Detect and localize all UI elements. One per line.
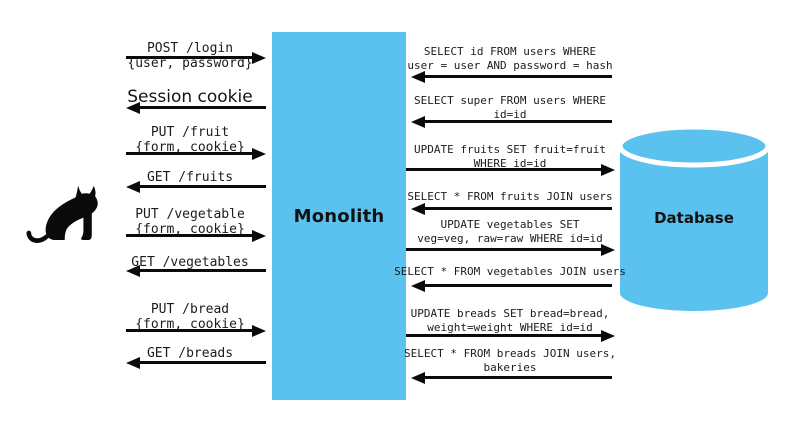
put-bread-label: PUT /bread {form, cookie} xyxy=(135,302,245,332)
put-fruit-label: PUT /fruit {form, cookie} xyxy=(135,125,245,155)
database-label: Database xyxy=(654,209,734,227)
put-fruit-arrow xyxy=(126,147,266,160)
post-login-label: POST /login {user, password} xyxy=(127,41,253,71)
update-fruits-arrow xyxy=(406,163,615,176)
select-fruits-join-arrow xyxy=(411,202,612,215)
database-cylinder xyxy=(617,124,771,313)
put-vegetable-label: PUT /vegetable {form, cookie} xyxy=(135,207,245,237)
get-breads-label: GET /breads xyxy=(146,346,234,361)
session-cookie-arrow xyxy=(126,101,266,114)
select-super-users-label: SELECT super FROM users WHERE id=id xyxy=(413,94,607,121)
get-vegetables-arrow xyxy=(126,264,266,277)
select-id-users-arrow xyxy=(411,70,612,83)
update-vegetables-label: UPDATE vegetables SET veg=veg, raw=raw W… xyxy=(417,218,603,245)
monolith-box: Monolith xyxy=(272,32,406,400)
monolith-label: Monolith xyxy=(293,205,385,227)
get-fruits-arrow xyxy=(126,180,266,193)
select-super-users-arrow xyxy=(411,115,612,128)
cat-icon xyxy=(26,185,98,243)
get-breads-arrow xyxy=(126,356,266,369)
put-vegetable-arrow xyxy=(126,229,266,242)
post-login-arrow xyxy=(126,51,266,64)
get-vegetables-label: GET /vegetables xyxy=(131,255,249,270)
select-id-users-label: SELECT id FROM users WHERE user = user A… xyxy=(407,45,613,72)
update-fruits-label: UPDATE fruits SET fruit=fruit WHERE id=i… xyxy=(413,143,607,170)
cat-client-icon xyxy=(26,181,110,243)
session-cookie-label: Session cookie xyxy=(127,87,253,107)
update-breads-label: UPDATE breads SET bread=bread, weight=we… xyxy=(410,307,610,334)
select-breads-join-label: SELECT * FROM breads JOIN users, bakerie… xyxy=(404,347,616,374)
get-fruits-label: GET /fruits xyxy=(146,170,234,185)
select-vegetables-join-label: SELECT * FROM vegetables JOIN users xyxy=(394,265,626,278)
database-cylinder-icon xyxy=(617,124,771,311)
select-breads-join-arrow xyxy=(411,371,612,384)
select-vegetables-join-arrow xyxy=(411,279,612,292)
select-fruits-join-label: SELECT * FROM fruits JOIN users xyxy=(407,190,613,203)
update-breads-arrow xyxy=(406,329,615,342)
update-vegetables-arrow xyxy=(406,243,615,256)
put-bread-arrow xyxy=(126,324,266,337)
